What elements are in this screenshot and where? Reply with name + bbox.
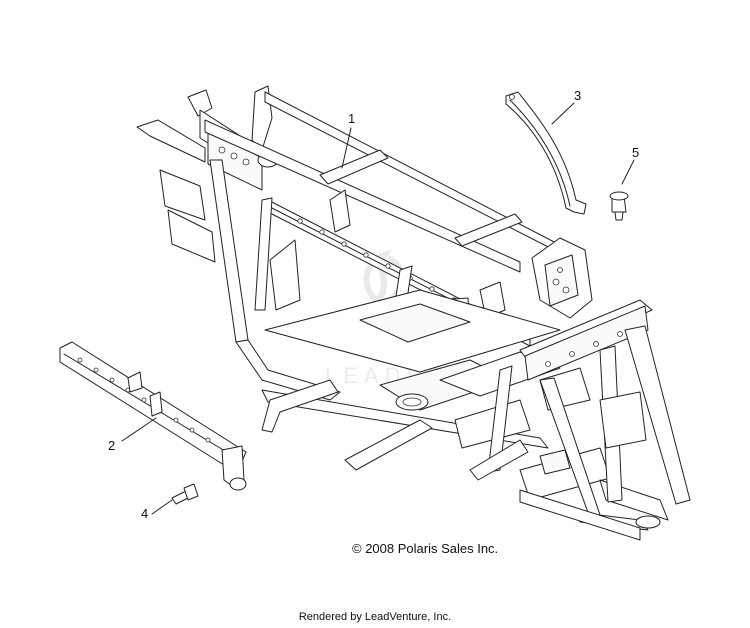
flange-bolt-icon[interactable] <box>609 191 629 221</box>
rendered-by-footer: Rendered by LeadVenture, Inc. <box>298 611 452 623</box>
leader-line-1 <box>341 127 352 169</box>
curved-brace-icon[interactable] <box>505 91 587 215</box>
callout-3[interactable]: 3 <box>574 88 582 103</box>
side-rail-icon[interactable] <box>59 341 247 491</box>
callout-4[interactable]: 4 <box>141 506 149 521</box>
main-frame-icon[interactable] <box>136 85 691 541</box>
bolt-icon[interactable] <box>171 483 199 505</box>
leader-line-2 <box>121 417 157 442</box>
callout-5[interactable]: 5 <box>632 145 640 160</box>
leader-line-5 <box>621 159 635 185</box>
callout-1[interactable]: 1 <box>348 111 356 126</box>
leader-line-3 <box>551 102 575 125</box>
copyright-text: © 2008 Polaris Sales Inc. <box>352 541 499 556</box>
leader-line-4 <box>151 499 173 515</box>
callout-2[interactable]: 2 <box>108 438 116 453</box>
